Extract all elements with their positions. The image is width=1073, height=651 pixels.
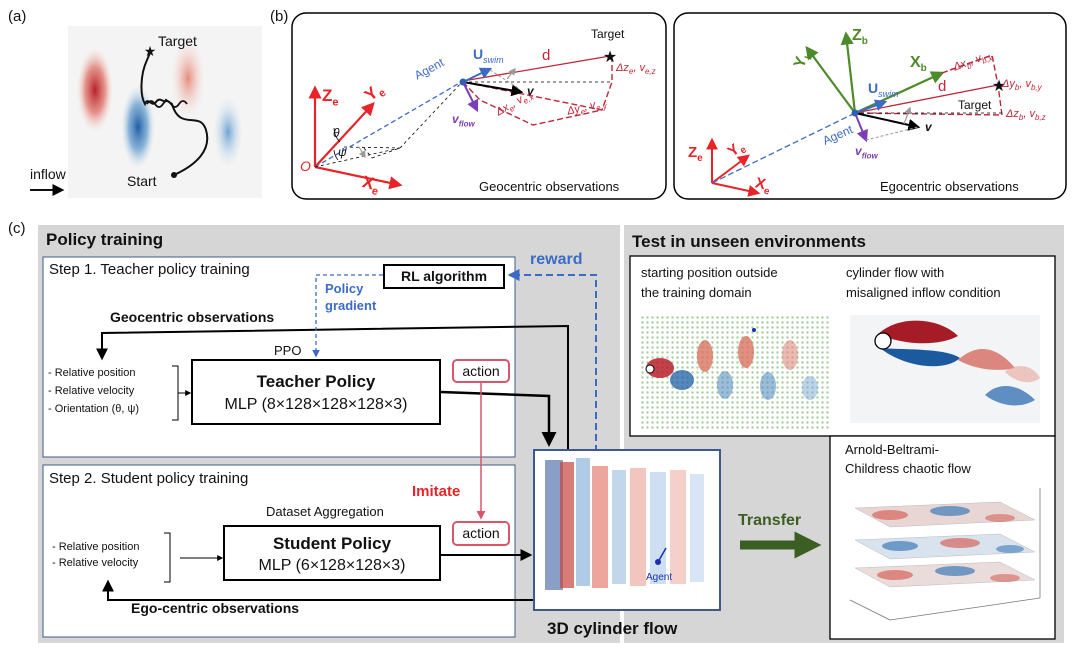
panel-a-inflow-label: inflow	[30, 166, 66, 182]
cylinder-flow-caption: 3D cylinder flow	[547, 619, 678, 638]
ego-d-label: d	[938, 78, 947, 95]
student-input-2: - Relative velocity	[52, 557, 139, 569]
policy-training-title: Policy training	[46, 230, 164, 249]
svg-text:★: ★	[603, 49, 617, 66]
imitate-label: Imitate	[412, 483, 461, 500]
panel-a-flow-field: ★	[30, 26, 262, 198]
student-input-1: - Relative position	[52, 541, 140, 553]
geo-psi-label: ψ	[338, 145, 347, 159]
ego-xb-label: Xb	[910, 54, 927, 75]
ego-uswim-label: Uswim	[868, 80, 899, 99]
transfer-label: Transfer	[738, 512, 802, 529]
geo-caption: Geocentric observations	[479, 179, 620, 194]
ego-caption: Egocentric observations	[880, 179, 1019, 194]
geo-ze-label: Ze	[322, 86, 339, 109]
panel-a-start-label: Start	[127, 173, 157, 189]
teacher-to-flow-line	[440, 390, 557, 447]
student-policy-mlp: MLP (6×128×128×3)	[258, 557, 406, 574]
policy-gradient-label-1: Policy	[325, 281, 364, 296]
test1-line2: the training domain	[641, 285, 752, 300]
geo-v-label: v	[527, 84, 534, 98]
test-title: Test in unseen environments	[632, 232, 866, 251]
geocentric-obs-label: Geocentric observations	[110, 309, 275, 325]
geo-vflow-label: vflow	[452, 112, 475, 129]
geo-uswim-label: Uswim	[473, 46, 504, 65]
ego-zb-label: Zb	[852, 27, 868, 48]
geo-obs-line	[96, 324, 569, 452]
abc-line1: Arnold-Beltrami-	[845, 442, 939, 457]
student-policy-title: Student Policy	[272, 534, 392, 553]
geo-target-label: Target	[591, 27, 625, 41]
svg-text:★: ★	[992, 78, 1006, 95]
cylinder-flow-visual	[545, 458, 704, 590]
policy-gradient-label-2: gradient	[325, 298, 377, 313]
ego-v-label: v	[925, 120, 932, 134]
panel-a-label: (a)	[8, 8, 27, 25]
abc-line2: Childress chaotic flow	[845, 461, 971, 476]
student-policy-box	[223, 525, 441, 581]
geo-origin-label: O	[300, 158, 311, 174]
action-box-1: action	[452, 359, 510, 383]
geo-dz-label: Δze, ve,z	[616, 62, 656, 77]
ego-dy-label: Δyb, vb,y	[1002, 78, 1042, 93]
geo-d-label: d	[542, 47, 551, 64]
cylinder-agent-label: Agent	[646, 572, 673, 583]
panel-a-target-label: Target	[158, 33, 197, 49]
geo-frame	[291, 12, 667, 200]
geo-theta-label: θ	[333, 126, 340, 140]
rl-algorithm-box	[383, 264, 505, 289]
ego-target-label: Target	[958, 98, 992, 112]
ego-ze-label: Ze	[688, 144, 703, 164]
policy-gradient-line	[312, 274, 383, 358]
panel-b-label: (b)	[270, 8, 289, 25]
teacher-input-3: - Orientation (θ, ψ)	[48, 403, 139, 415]
geo-diagram: ★	[308, 49, 617, 190]
abc-flow-image	[849, 488, 1041, 621]
dataset-aggregation-label: Dataset Aggregation	[266, 504, 384, 519]
ego-obs-line	[102, 579, 618, 601]
ego-dz-label: Δzb, vb,z	[1006, 108, 1046, 123]
svg-text:★: ★	[144, 43, 157, 59]
ego-diagram: ★	[706, 31, 1006, 197]
teacher-policy-box	[191, 359, 441, 425]
rl-algorithm-label: RL algorithm	[400, 268, 488, 284]
step1-title: Step 1. Teacher policy training	[49, 261, 250, 278]
teacher-input-2: - Relative velocity	[48, 385, 135, 397]
ppo-label: PPO	[274, 343, 302, 358]
action-box-2: action	[452, 521, 510, 546]
teacher-policy-title: Teacher Policy	[256, 372, 376, 391]
test1-line1: starting position outside	[641, 265, 778, 280]
teacher-input-1: - Relative position	[48, 367, 136, 379]
test2-flow-image	[850, 315, 1040, 423]
test2-line2: misaligned inflow condition	[846, 285, 1001, 300]
reward-label: reward	[530, 251, 583, 268]
test2-line1: cylinder flow with	[846, 265, 945, 280]
panel-c-label: (c)	[8, 220, 26, 237]
egocentric-obs-label: Ego-centric observations	[131, 600, 300, 616]
teacher-policy-mlp: MLP (8×128×128×128×3)	[224, 396, 408, 413]
test1-flow-image	[640, 315, 830, 430]
ego-vflow-label: vflow	[855, 144, 878, 161]
reward-line	[507, 269, 597, 452]
step2-title: Step 2. Student policy training	[49, 470, 249, 487]
